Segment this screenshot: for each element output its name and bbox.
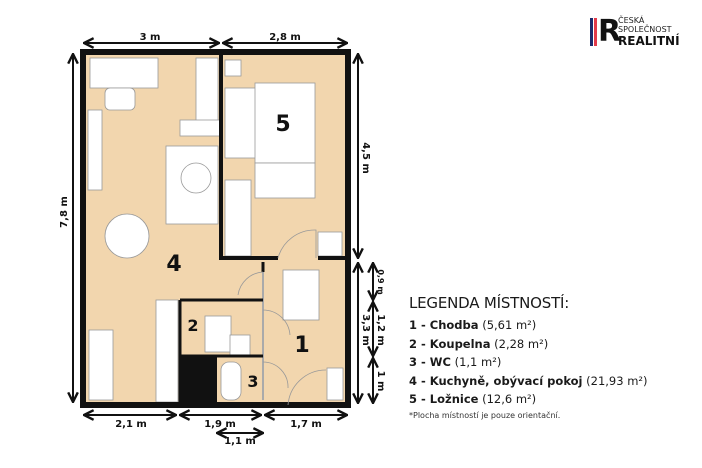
dim-top-left: 3 m: [140, 32, 161, 43]
dim-right-b: 1,2 m: [375, 314, 386, 346]
legend-item: 4 - Kuchyně, obývací pokoj (21,93 m²): [409, 372, 648, 391]
legend-item-label: 2 - Koupelna: [409, 336, 491, 351]
dim-bottom-2: 1,9 m: [204, 419, 236, 430]
legend-item-area: (1,1 m²): [454, 355, 502, 369]
legend-item: 3 - WC (1,1 m²): [409, 353, 648, 372]
dim-left: 7,8 m: [59, 196, 70, 228]
room-label-2: 2: [187, 316, 198, 335]
dim-top-right: 2,8 m: [269, 32, 301, 43]
room-label-5: 5: [275, 112, 290, 137]
dim-right-c: 1 m: [375, 371, 386, 392]
furniture: [87, 57, 344, 403]
legend-item-area: (21,93 m²): [586, 373, 648, 388]
dim-bottom-3: 1,7 m: [290, 419, 322, 430]
dimension-lines: [73, 43, 373, 433]
dim-bottom-1: 2,1 m: [115, 419, 147, 430]
logo-line-3: REALITNÍ: [618, 34, 680, 48]
legend-item-label: 4 - Kuchyně, obývací pokoj: [409, 373, 583, 388]
room-legend: LEGENDA MÍSTNOSTÍ: 1 - Chodba (5,61 m²) …: [409, 294, 648, 420]
legend-item-area: (2,28 m²): [494, 336, 549, 351]
logo-r-mark-icon: R: [590, 16, 621, 48]
logo-line-2: SPOLEČNOST: [618, 25, 672, 34]
room-label-4: 4: [166, 252, 181, 277]
shaft: [180, 356, 217, 405]
legend-note: *Plocha místností je pouze orientační.: [409, 410, 561, 420]
company-logo: R ČESKÁ SPOLEČNOST REALITNÍ: [590, 16, 680, 48]
room-label-3: 3: [247, 372, 258, 391]
logo-line-1: ČESKÁ: [618, 16, 645, 25]
legend-item-label: 1 - Chodba: [409, 318, 479, 332]
legend-item-area: (5,61 m²): [482, 318, 537, 332]
legend-item: 2 - Koupelna (2,28 m²): [409, 335, 648, 354]
dim-right-lower: 3,3 m: [360, 314, 371, 346]
legend-item-area: (12,6 m²): [482, 392, 537, 406]
legend-item-label: 5 - Ložnice: [409, 392, 479, 406]
legend-item-label: 3 - WC: [409, 355, 451, 369]
legend-title: LEGENDA MÍSTNOSTÍ:: [409, 294, 570, 312]
dim-bottom-sub: 1,1 m: [224, 436, 256, 447]
room-label-1: 1: [294, 333, 309, 358]
dim-right-a: 0,9 m: [376, 269, 385, 294]
legend-item: 1 - Chodba (5,61 m²): [409, 316, 648, 335]
doors: [237, 229, 327, 406]
legend-item: 5 - Ložnice (12,6 m²): [409, 390, 648, 409]
dim-right-upper: 4,5 m: [360, 142, 371, 174]
